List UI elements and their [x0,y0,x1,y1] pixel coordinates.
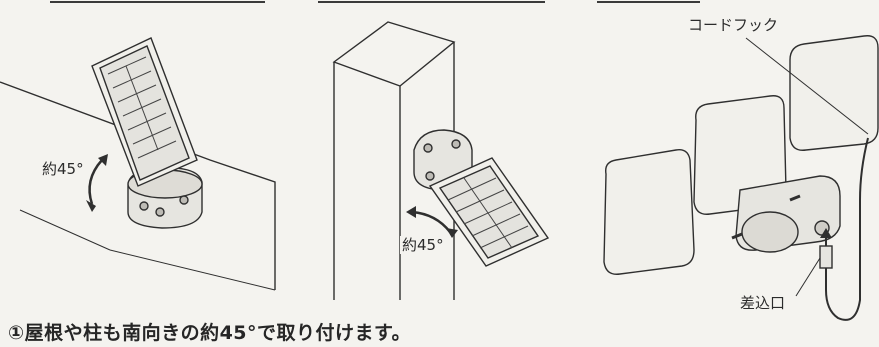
left-angle-label: 約45° [40,160,86,178]
step-1-caption: ①屋根や柱も南向きの約45°で取り付けます。 [8,322,412,344]
cord-hook-label: コードフック [686,16,781,34]
light-unit-illustration [603,35,879,321]
roof-mount-illustration [0,37,276,291]
pole-mount-illustration [332,21,550,300]
middle-angle-label: 約45° [400,236,446,254]
socket-label: 差込口 [738,294,788,312]
